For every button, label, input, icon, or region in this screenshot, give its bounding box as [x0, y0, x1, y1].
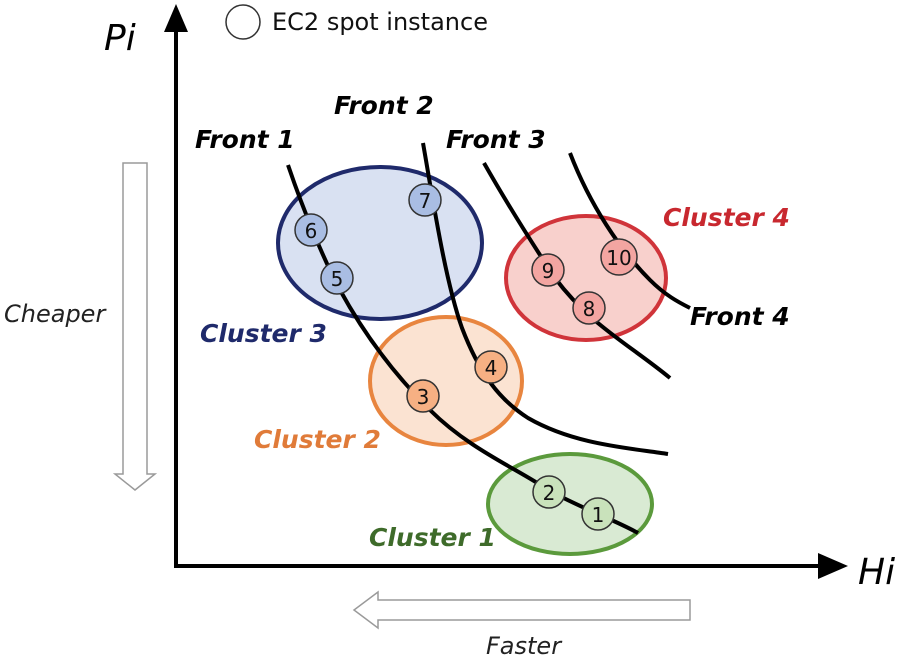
svg-text:7: 7 — [419, 189, 432, 213]
instance-node-8: 8 — [572, 291, 606, 325]
svg-text:2: 2 — [543, 481, 556, 505]
instance-node-9: 9 — [531, 253, 565, 287]
svg-text:3: 3 — [417, 385, 430, 409]
svg-text:5: 5 — [331, 267, 344, 291]
front-4-curve — [568, 152, 691, 310]
instance-node-3: 3 — [406, 379, 440, 413]
faster-label: Faster — [486, 632, 563, 660]
svg-text:6: 6 — [305, 219, 318, 243]
front-1-label: Front 1 — [195, 125, 295, 154]
svg-text:9: 9 — [542, 259, 555, 283]
svg-text:1: 1 — [592, 503, 605, 527]
svg-text:4: 4 — [485, 356, 498, 380]
front-4-label: Front 4 — [690, 302, 790, 331]
svg-text:10: 10 — [606, 246, 631, 270]
instance-node-5: 5 — [320, 261, 354, 295]
legend-label: EC2 spot instance — [272, 8, 488, 36]
cheaper-label: Cheaper — [4, 300, 107, 328]
faster-arrow — [352, 590, 691, 630]
instance-node-10: 10 — [600, 238, 638, 276]
instance-node-7: 7 — [408, 183, 442, 217]
x-axis-arrowhead — [818, 553, 848, 579]
cluster-3-label: Cluster 3 — [200, 319, 327, 348]
cheaper-arrow — [112, 162, 158, 491]
cluster-2-label: Cluster 2 — [254, 425, 381, 454]
cluster-2-ellipse — [368, 315, 524, 447]
instance-node-1: 1 — [581, 497, 615, 531]
cluster-4-label: Cluster 4 — [663, 203, 790, 232]
x-axis-label: Hi — [858, 552, 895, 593]
cluster-1-label: Cluster 1 — [369, 523, 496, 552]
front-3-label: Front 3 — [446, 125, 546, 154]
front-2-label: Front 2 — [334, 91, 434, 120]
y-axis-label: Pi — [104, 18, 136, 59]
instance-node-2: 2 — [532, 475, 566, 509]
y-axis-arrowhead — [164, 4, 188, 32]
instance-node-4: 4 — [474, 350, 508, 384]
instance-node-6: 6 — [294, 213, 328, 247]
legend-circle-icon — [225, 4, 261, 40]
svg-text:8: 8 — [583, 297, 596, 321]
